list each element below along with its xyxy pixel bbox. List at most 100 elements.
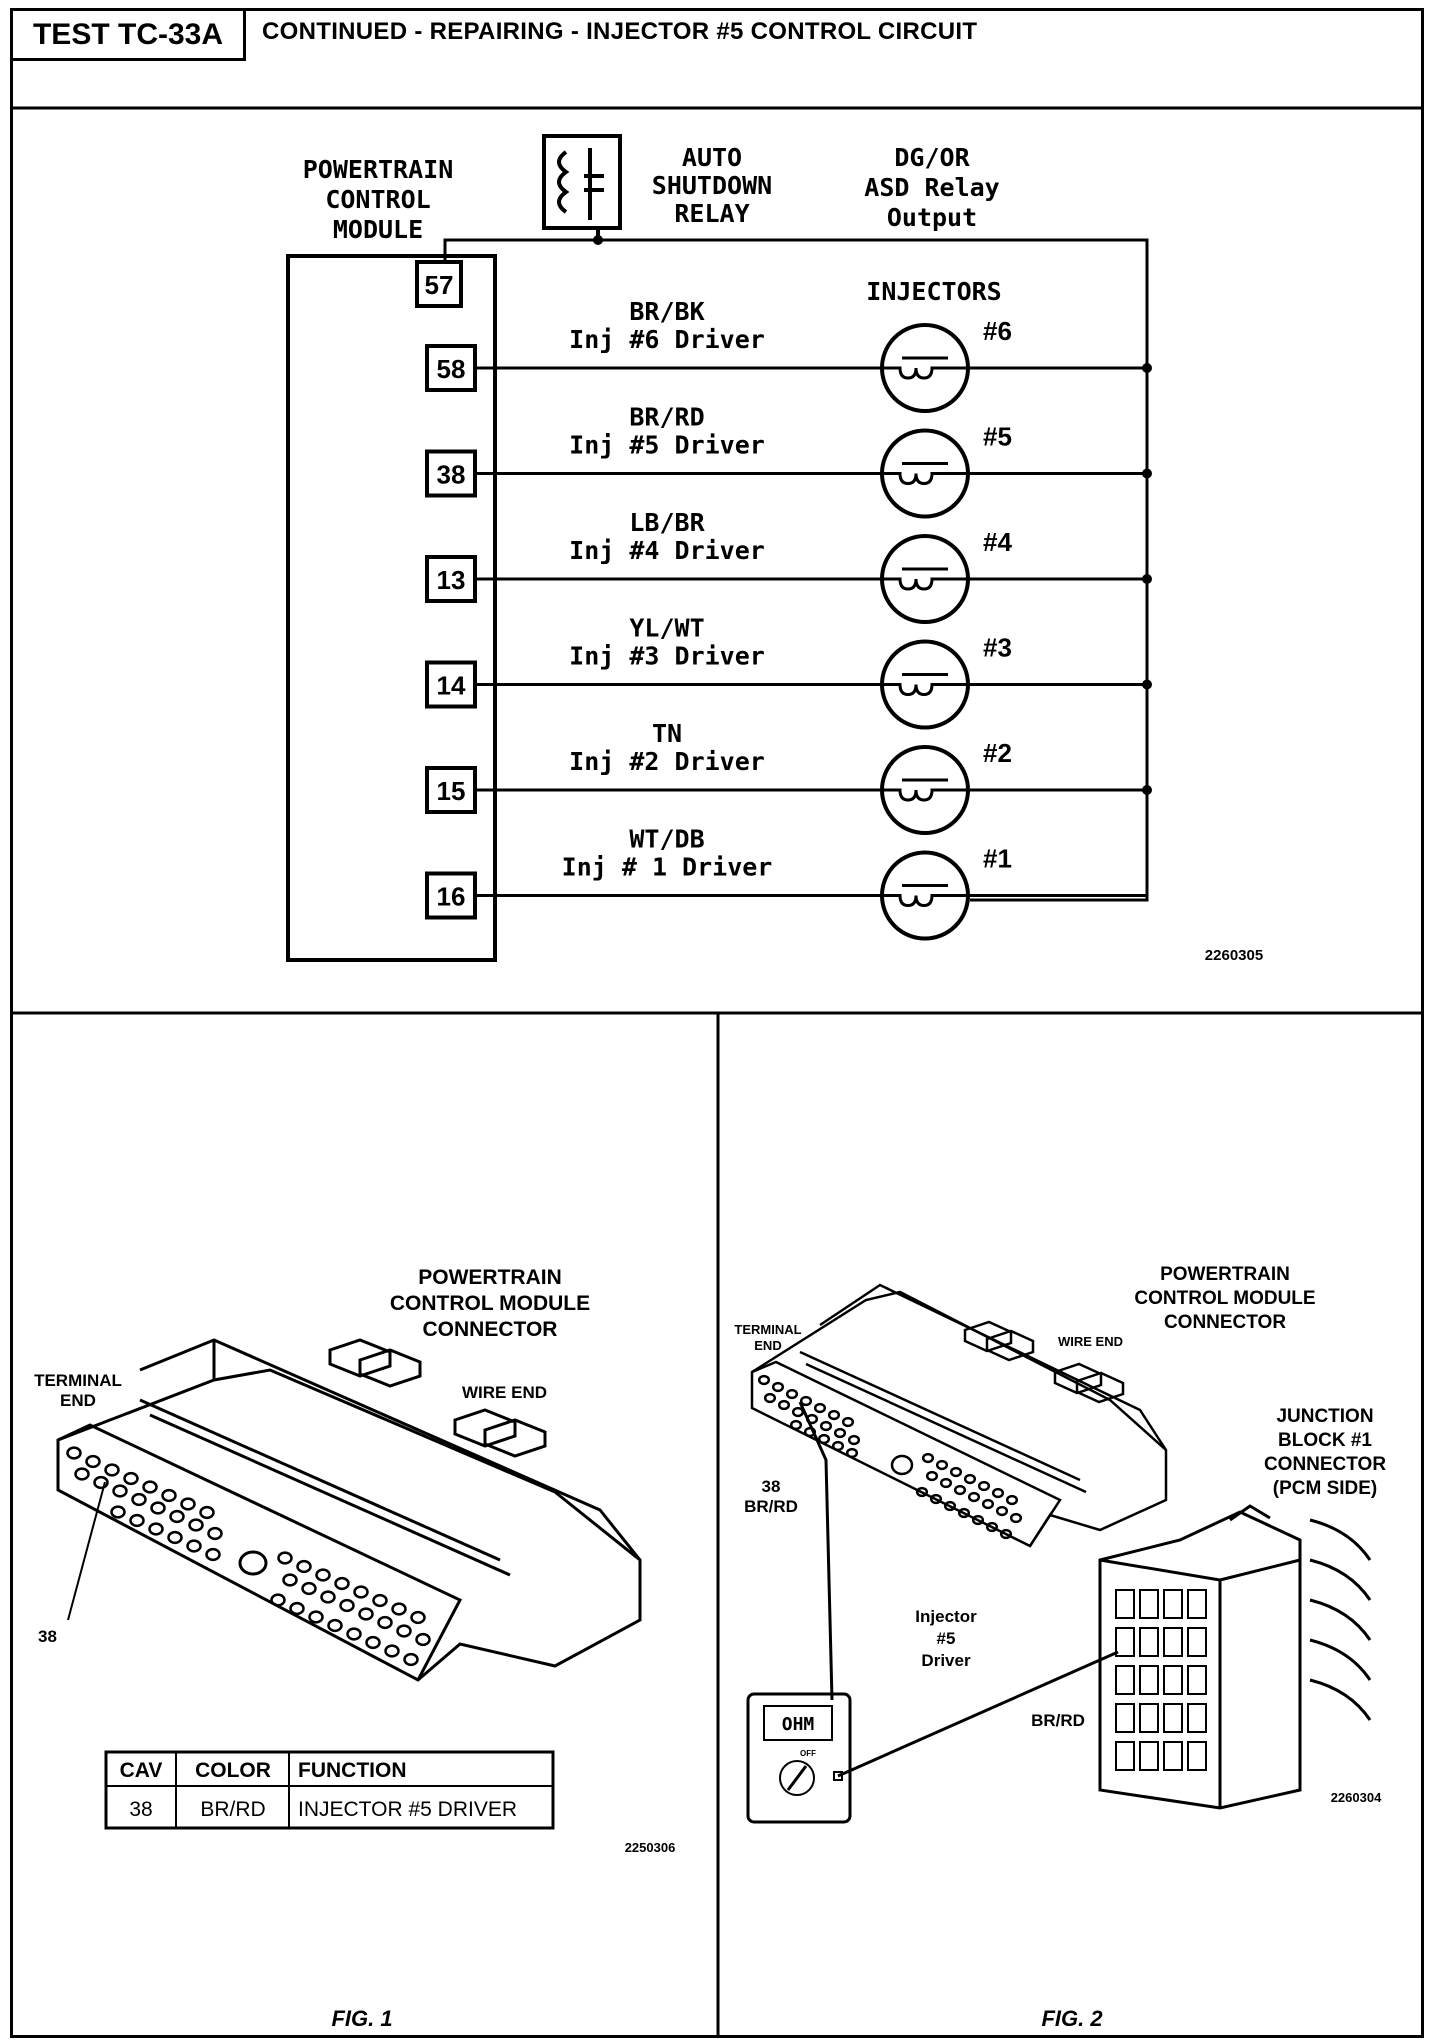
- cavity-pin: [999, 1528, 1013, 1540]
- fig1-label-2: CONTROL MODULE: [390, 1292, 590, 1315]
- pin-box-15: [425, 766, 477, 814]
- cavity-pin: [384, 1644, 400, 1658]
- cavity-pin: [949, 1466, 963, 1478]
- injector-number: #2: [983, 738, 1012, 768]
- fig1-figure-id: 2250306: [625, 1840, 676, 1855]
- pcm-module-box: [286, 254, 497, 962]
- cavity-pin: [935, 1459, 949, 1471]
- pcm-connector-cavities: [66, 1446, 431, 1667]
- junction-block-cavities: [1115, 1589, 1207, 1771]
- cavity-pin: [410, 1610, 426, 1625]
- junction-label-1: JUNCTION: [1276, 1406, 1373, 1427]
- cavity-pin: [785, 1388, 799, 1400]
- cavity-pin: [977, 1480, 991, 1492]
- cavity-pin: [847, 1434, 861, 1446]
- injector-coil-icon: [880, 639, 970, 730]
- test-lead-junction: [837, 1650, 1119, 1778]
- asd-label-3: Output: [887, 203, 977, 232]
- pcm-connector-cavities-small: [757, 1374, 1023, 1540]
- wire-function: Inj #2 Driver: [569, 747, 765, 776]
- probe-label-1: Injector: [915, 1607, 977, 1626]
- pin-box-58: [425, 344, 477, 392]
- injector-number: #5: [983, 422, 1012, 452]
- fig1-panel: POWERTRAIN CONTROL MODULE CONNECTOR TERM…: [34, 1266, 675, 2031]
- junction-block-connector: [1098, 1504, 1372, 1810]
- injector-coil-icon: [880, 323, 970, 413]
- injector-number: #4: [983, 527, 1012, 557]
- cavity-pin: [827, 1409, 841, 1421]
- junction-cavity: [1115, 1741, 1135, 1771]
- relay-label-2: SHUTDOWN: [652, 171, 772, 200]
- pin-label: 16: [437, 882, 466, 912]
- cavity-pin: [985, 1521, 999, 1533]
- cavity-pin: [921, 1452, 935, 1464]
- cavity-pin: [93, 1475, 109, 1490]
- junction-cavity: [1163, 1589, 1183, 1619]
- cavity-pin: [74, 1467, 90, 1481]
- fig2-caption: FIG. 2: [1041, 2006, 1103, 2031]
- junction-cavity: [1115, 1627, 1135, 1657]
- cavity-pin: [925, 1470, 939, 1482]
- fig1-callout-line: [67, 1481, 106, 1621]
- fig1-wire-end: WIRE END: [462, 1383, 547, 1402]
- fig2-label-2: CONTROL MODULE: [1134, 1288, 1315, 1309]
- fig1-terminal-2: END: [60, 1391, 96, 1410]
- wire-function: Inj #6 Driver: [569, 325, 765, 354]
- cavity-pin: [791, 1406, 805, 1418]
- cavity-pin: [1005, 1494, 1019, 1506]
- junction-label-4: (PCM SIDE): [1273, 1478, 1378, 1499]
- injectors-label: INJECTORS: [866, 277, 1001, 306]
- pcm-connector-drawing-small: [750, 1283, 1168, 1548]
- cavity-pin: [199, 1505, 215, 1520]
- table-cell-cav: 38: [129, 1798, 152, 1821]
- cavity-pin: [112, 1484, 128, 1498]
- cavity-pin: [799, 1395, 813, 1407]
- junction-cavity: [1187, 1665, 1207, 1695]
- probe-label-3: Driver: [921, 1651, 971, 1670]
- fig1-terminal-1: TERMINAL: [34, 1371, 122, 1390]
- junction-cavity: [1139, 1665, 1159, 1695]
- relay-icon: [542, 134, 622, 240]
- junction-cavity: [1115, 1703, 1135, 1733]
- table-cell-color: BR/RD: [200, 1798, 265, 1821]
- cavity-pin: [180, 1497, 196, 1511]
- cavity-pin: [817, 1433, 831, 1445]
- cavity-pin: [207, 1526, 223, 1541]
- cavity-pin: [757, 1374, 771, 1386]
- cavity-pin: [991, 1487, 1005, 1499]
- cavity-pin: [819, 1420, 833, 1432]
- cavity-pin: [66, 1446, 82, 1460]
- cavity-pin: [789, 1419, 803, 1431]
- junction-cavity: [1163, 1665, 1183, 1695]
- cavity-pin: [334, 1576, 350, 1591]
- fig2-cavity-callout-1: 38: [762, 1477, 781, 1496]
- cavity-pin: [270, 1593, 286, 1607]
- pcm-label-3: MODULE: [333, 215, 423, 244]
- cavity-pin: [277, 1551, 293, 1565]
- pin-box-16: [425, 871, 477, 920]
- cavity-pin: [943, 1500, 957, 1512]
- injector-coil-icon: [880, 428, 970, 519]
- injector-number: #6: [983, 316, 1012, 346]
- cavity-pin: [831, 1440, 845, 1452]
- cavity-pin: [813, 1402, 827, 1414]
- cavity-pin: [777, 1399, 791, 1411]
- injector-coil-icon: [880, 534, 970, 624]
- cavity-pin: [110, 1505, 126, 1519]
- cavity-pin: [365, 1635, 381, 1650]
- asd-supply-wire: [443, 238, 1149, 902]
- junction-cavity: [1139, 1627, 1159, 1657]
- cavity-pin: [971, 1514, 985, 1526]
- asd-label-2: ASD Relay: [864, 173, 999, 202]
- cavity-pin: [282, 1573, 298, 1587]
- injector-number: #3: [983, 633, 1012, 663]
- injector-number: #1: [983, 844, 1012, 874]
- wire-color: WT/DB: [629, 825, 704, 854]
- fig1-label-1: POWERTRAIN: [418, 1266, 562, 1289]
- schematic-figure-id: 2260305: [1205, 947, 1263, 964]
- fig2-figure-id: 2260304: [1331, 1790, 1382, 1805]
